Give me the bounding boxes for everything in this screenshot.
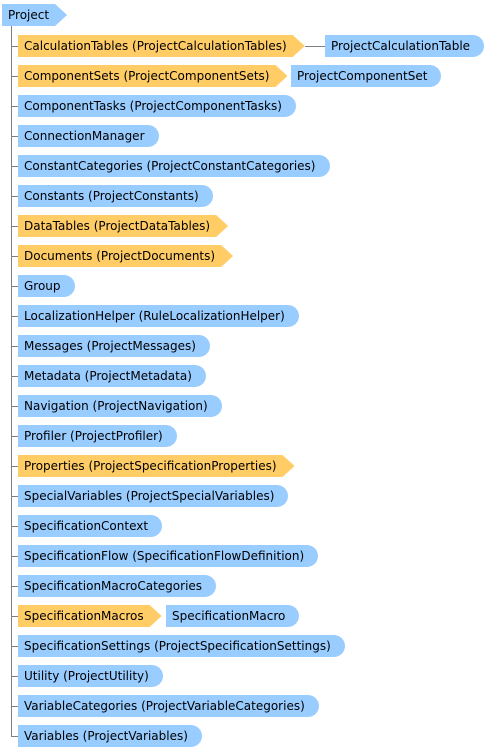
node-constant-categories[interactable]: ConstantCategories (ProjectConstantCateg… xyxy=(18,155,330,177)
node-messages[interactable]: Messages (ProjectMessages) xyxy=(18,335,210,357)
node-component-sets[interactable]: ComponentSets (ProjectComponentSets) xyxy=(18,65,287,87)
tree-connector-line xyxy=(11,676,18,677)
tree-connector-line xyxy=(11,526,18,527)
child-node-specification-macro[interactable]: SpecificationMacro xyxy=(166,605,300,627)
node-specification-context[interactable]: SpecificationContext xyxy=(18,515,163,537)
child-node-project-component-set[interactable]: ProjectComponentSet xyxy=(291,65,442,87)
node-specification-flow[interactable]: SpecificationFlow (SpecificationFlowDefi… xyxy=(18,545,319,567)
node-constants[interactable]: Constants (ProjectConstants) xyxy=(18,185,213,207)
child-connector-line xyxy=(305,46,325,47)
node-utility[interactable]: Utility (ProjectUtility) xyxy=(18,665,163,687)
node-specification-macro-categories[interactable]: SpecificationMacroCategories xyxy=(18,575,217,597)
tree-connector-line xyxy=(11,346,18,347)
node-documents[interactable]: Documents (ProjectDocuments) xyxy=(18,245,233,267)
node-data-tables[interactable]: DataTables (ProjectDataTables) xyxy=(18,215,228,237)
tree-connector-line xyxy=(11,496,18,497)
node-specification-settings[interactable]: SpecificationSettings (ProjectSpecificat… xyxy=(18,635,345,657)
node-calculation-tables[interactable]: CalculationTables (ProjectCalculationTab… xyxy=(18,35,305,57)
node-navigation[interactable]: Navigation (ProjectNavigation) xyxy=(18,395,222,417)
root-node-project[interactable]: Project xyxy=(2,4,67,26)
tree-connector-line xyxy=(11,316,18,317)
tree-connector-line xyxy=(11,76,18,77)
tree-connector-line xyxy=(11,586,18,587)
tree-connector-line xyxy=(11,196,18,197)
child-node-project-calculation-table[interactable]: ProjectCalculationTable xyxy=(325,35,485,57)
node-variables[interactable]: Variables (ProjectVariables) xyxy=(18,725,202,747)
tree-trunk-line xyxy=(11,26,12,736)
tree-connector-line xyxy=(11,256,18,257)
tree-connector-line xyxy=(11,286,18,287)
tree-connector-line xyxy=(11,466,18,467)
tree-connector-line xyxy=(11,136,18,137)
tree-connector-line xyxy=(11,226,18,227)
node-localization-helper[interactable]: LocalizationHelper (RuleLocalizationHelp… xyxy=(18,305,299,327)
node-special-variables[interactable]: SpecialVariables (ProjectSpecialVariable… xyxy=(18,485,289,507)
node-profiler[interactable]: Profiler (ProjectProfiler) xyxy=(18,425,177,447)
tree-connector-line xyxy=(11,406,18,407)
tree-connector-line xyxy=(11,166,18,167)
tree-connector-line xyxy=(11,556,18,557)
node-component-tasks[interactable]: ComponentTasks (ProjectComponentTasks) xyxy=(18,95,296,117)
tree-connector-line xyxy=(11,106,18,107)
node-metadata[interactable]: Metadata (ProjectMetadata) xyxy=(18,365,206,387)
node-connection-manager[interactable]: ConnectionManager xyxy=(18,125,159,147)
node-variable-categories[interactable]: VariableCategories (ProjectVariableCateg… xyxy=(18,695,319,717)
tree-connector-line xyxy=(11,376,18,377)
node-properties[interactable]: Properties (ProjectSpecificationProperti… xyxy=(18,455,295,477)
tree-connector-line xyxy=(11,436,18,437)
node-group[interactable]: Group xyxy=(18,275,75,297)
tree-connector-line xyxy=(11,736,18,737)
tree-connector-line xyxy=(11,46,18,47)
tree-connector-line xyxy=(11,706,18,707)
tree-connector-line xyxy=(11,646,18,647)
node-specification-macros[interactable]: SpecificationMacros xyxy=(18,605,162,627)
tree-connector-line xyxy=(11,616,18,617)
